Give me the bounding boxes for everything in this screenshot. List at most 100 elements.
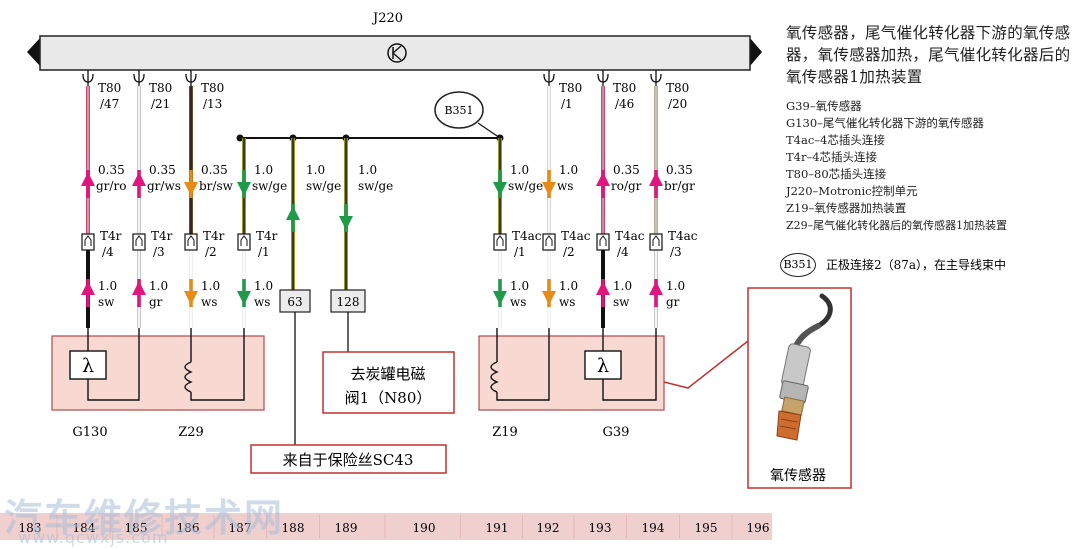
lambda-symbol: λ [82, 355, 94, 377]
wire-size-label: 0.35 [98, 163, 125, 177]
watermark-url: www.qcwxjs.com [18, 528, 169, 547]
g130-sensor: λ [69, 328, 140, 401]
connector-pin-icon [240, 235, 248, 246]
legend-item: T4ac–4芯插头连接 [786, 133, 885, 147]
heater-coil-icon [184, 361, 193, 393]
wire-color-label: ws [557, 179, 573, 193]
pin-number: /1 [561, 97, 573, 111]
wire-color-label: sw/ge [358, 179, 393, 193]
connector-pin-icon [135, 235, 143, 246]
wire-color-label: sw/ge [508, 179, 543, 193]
connector-label: T4ac [615, 229, 645, 243]
wire-color-label: ws [201, 295, 217, 309]
connector-pin-icon [545, 235, 553, 246]
pin-label: T80 [149, 81, 172, 95]
ruler-number: 184 [73, 521, 96, 535]
connector-label: T4r [256, 229, 278, 243]
wire-layer: T80/470.35gr/roT4r/41.0swT80/210.35gr/ws… [81, 70, 698, 328]
connector-label: T4ac [512, 229, 542, 243]
direction-arrow [237, 291, 251, 305]
badge-leader [477, 122, 501, 139]
wire-color-label: ws [510, 295, 526, 309]
pin-number: /47 [100, 97, 119, 111]
direction-arrow [542, 291, 556, 305]
connector-pin-icon [187, 235, 195, 246]
direction-arrow [132, 172, 146, 186]
wire-size-label: 1.0 [149, 279, 168, 293]
legend-item: G130–尾气催化转化器下游的氧传感器 [786, 116, 984, 130]
wire-size-label: 1.0 [666, 279, 685, 293]
direction-arrow [493, 291, 507, 305]
callout-n80-line1: 去炭罐电磁 [350, 365, 425, 383]
ecu-left-arrow-icon [27, 38, 40, 66]
watermark-logo: 汽车维修技术网 [4, 496, 285, 540]
b351-badge [434, 91, 484, 129]
z29-heater [184, 328, 245, 401]
pin-number: /46 [615, 97, 634, 111]
connector-label: T4r [100, 229, 122, 243]
legend-b351-text: 正极连接2（87a），在主导线束中 [826, 258, 1007, 272]
z19-heater [490, 328, 550, 401]
component-label-z19: Z19 [492, 425, 518, 440]
legend-item: J220–Motronic控制单元 [786, 184, 918, 198]
legend-item: Z19–氧传感器加热装置 [786, 201, 907, 215]
direction-arrow [339, 216, 353, 230]
wire-size-label: 1.0 [201, 279, 220, 293]
ruler-number: 192 [537, 521, 560, 535]
connector-box-63-label: 63 [287, 295, 302, 309]
ecu-label: J220 [371, 11, 403, 26]
heater-coil-icon [490, 361, 499, 393]
wire-size-label: 0.35 [149, 163, 176, 177]
ruler-number: 188 [282, 521, 305, 535]
page-ruler [0, 513, 772, 540]
legend-item: T80–80芯插头连接 [786, 167, 887, 181]
connector-pin-icon [84, 235, 92, 246]
legend-title: 氧传感器，尾气催化转化器下游的氧传感器，氧传感器加热，尾气催化转化器后的氧传感器… [786, 24, 1071, 86]
ruler-number: 193 [589, 521, 612, 535]
wire-color-label: sw/ge [306, 179, 341, 193]
direction-arrow [493, 182, 507, 196]
wire-size-label: 1.0 [306, 163, 325, 177]
wire-color-label: br/sw [199, 179, 234, 193]
direction-arrow [184, 182, 198, 196]
legend-item: G39–氧传感器 [786, 99, 862, 113]
connector-number: /1 [258, 245, 270, 259]
connector-number: /3 [670, 245, 682, 259]
oxygen-sensor-image [776, 293, 833, 441]
wire-color-label: ro/gr [611, 179, 642, 193]
wire-size-label: 1.0 [254, 163, 273, 177]
wire-size-label: 1.0 [254, 279, 273, 293]
connector-label: T4ac [668, 229, 698, 243]
ruler-number: 196 [747, 521, 770, 535]
photo-callout-leader [663, 340, 749, 389]
callout-n80 [322, 351, 455, 414]
wire-color-label: gr [666, 295, 680, 309]
connector-number: /2 [205, 245, 217, 259]
pin-label: T80 [666, 81, 689, 95]
bus-node [236, 134, 244, 142]
lambda-sensor-icon [584, 350, 622, 380]
pin-number: /13 [203, 97, 222, 111]
component-label-g39: G39 [603, 425, 630, 440]
direction-arrow [542, 182, 556, 196]
b351-badge-label: B351 [444, 104, 473, 117]
direction-arrow [596, 172, 610, 186]
ruler-number: 183 [19, 521, 42, 535]
wire-color-label: ws [559, 295, 575, 309]
pin-number: /21 [151, 97, 170, 111]
wire-size-label: 1.0 [510, 279, 529, 293]
direction-arrow [81, 281, 95, 295]
wire-size-label: 1.0 [510, 163, 529, 177]
wire-color-label: gr/ro [96, 179, 126, 193]
wire-color-label: br/gr [664, 179, 695, 193]
ecu-right-arrow-icon [750, 38, 762, 66]
direction-arrow [132, 281, 146, 295]
component-label-g130: G130 [72, 425, 107, 440]
wire-size-label: 1.0 [98, 279, 117, 293]
wire-size-label: 1.0 [559, 163, 578, 177]
connector-pin-icon [599, 235, 607, 246]
wire-color-label: sw [613, 295, 630, 309]
g39-sensor: λ [584, 328, 657, 401]
sensor-photo-caption: 氧传感器 [770, 467, 826, 484]
pin-label: T80 [613, 81, 636, 95]
